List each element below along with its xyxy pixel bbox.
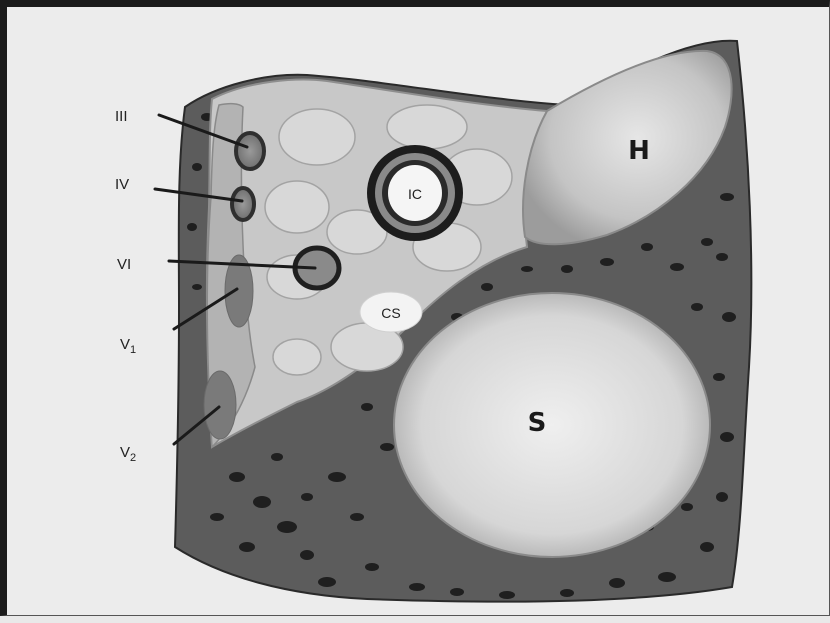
label-v1-sub: 1	[130, 344, 136, 356]
label-v1: V1	[120, 336, 136, 356]
label-v2-base: V	[120, 444, 130, 461]
oculomotor-nerve-section	[236, 133, 264, 169]
label-sphenoid-sinus: S	[528, 408, 547, 438]
label-cranial-nerve-vi: VI	[117, 256, 131, 273]
label-v1-base: V	[120, 336, 130, 353]
label-internal-carotid: IC	[408, 186, 422, 202]
label-cranial-nerve-iv: IV	[115, 176, 129, 193]
label-hypophysis: H	[628, 136, 650, 166]
maxillary-nerve-section	[204, 371, 236, 439]
cavernous-sinus-diagram: III IV VI V1 V2 IC CS H S	[7, 7, 830, 623]
trochlear-nerve-section	[232, 188, 254, 220]
label-cavernous-sinus: CS	[381, 305, 400, 321]
label-v2-sub: 2	[130, 452, 136, 464]
sphenoid-sinus-shape	[394, 293, 710, 557]
label-v2: V2	[120, 444, 136, 464]
label-cranial-nerve-iii: III	[115, 108, 128, 125]
